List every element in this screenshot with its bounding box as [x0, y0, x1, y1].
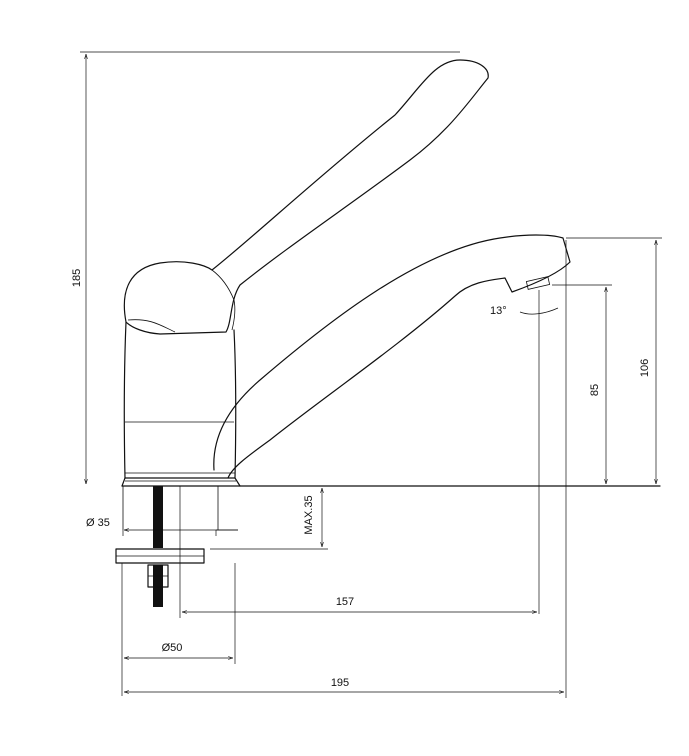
dim-spout-angle: 13° — [490, 290, 559, 614]
hole-diameter-label: Ø 35 — [86, 517, 110, 529]
dim-outlet-height: 85 — [552, 284, 612, 484]
max-deck-label: MAX.35 — [303, 495, 315, 534]
dim-total-height: 185 — [71, 51, 460, 484]
dim-spout-height: 106 — [566, 237, 662, 484]
threaded-rod — [153, 486, 163, 548]
dim-spout-reach: 157 — [179, 486, 537, 618]
faucet-body — [121, 321, 241, 487]
dim-max-deck: MAX.35 — [210, 488, 328, 550]
dim-base-diameter: Ø50 — [121, 563, 236, 696]
base-diameter-label: Ø50 — [162, 642, 183, 654]
body-cylinder — [123, 321, 237, 479]
total-height-label: 185 — [71, 269, 83, 287]
overall-length-label: 195 — [331, 677, 349, 689]
mounting-hardware — [115, 486, 219, 607]
dim-overall-length: 195 — [124, 240, 567, 698]
spout-outline — [213, 234, 571, 479]
spout-angle-label: 13° — [490, 305, 507, 317]
lever-outline — [123, 59, 489, 335]
spout-reach-label: 157 — [336, 596, 354, 608]
spout — [213, 234, 571, 479]
body-base — [121, 477, 241, 487]
spout-height-label: 106 — [639, 359, 651, 377]
lever-handle — [123, 59, 489, 335]
dim-hole-diameter: Ø 35 — [86, 517, 238, 536]
outlet-height-label: 85 — [589, 384, 601, 396]
aerator — [525, 276, 551, 290]
